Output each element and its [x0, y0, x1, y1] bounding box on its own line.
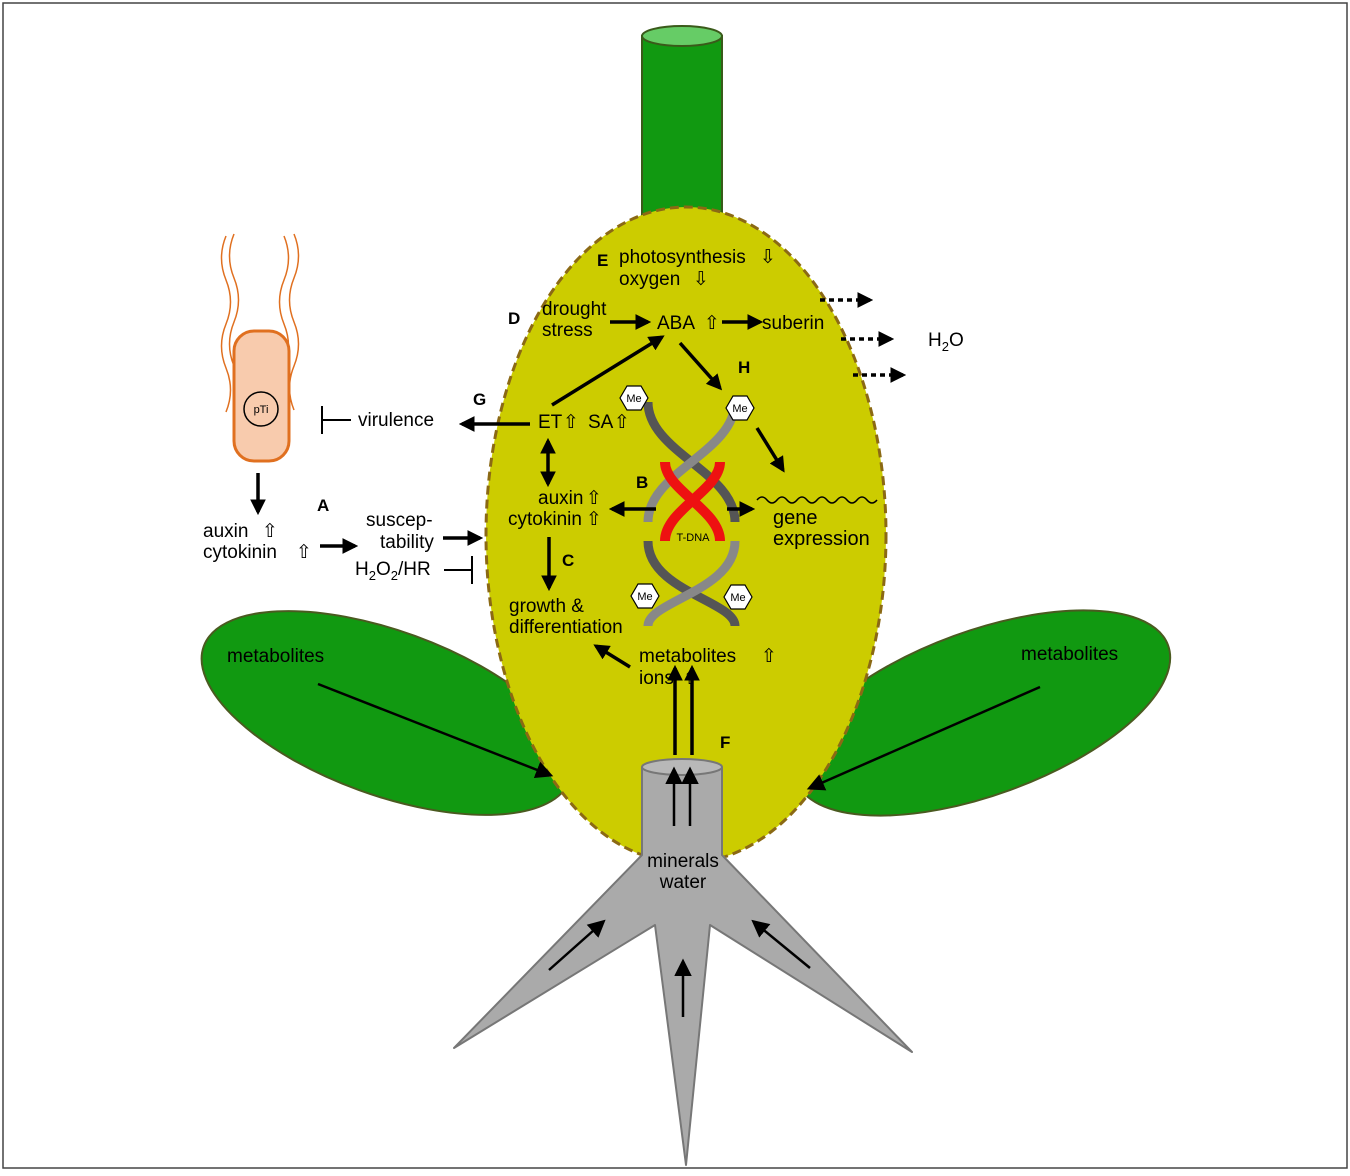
bacterial-cytokinin-label: cytokinin [203, 542, 277, 563]
virulence-label: virulence [358, 410, 434, 431]
minerals-label: minerals [647, 851, 719, 872]
growth-label: growth & [509, 596, 584, 617]
methyl-label: Me [626, 393, 641, 405]
gall-metabolites-label: metabolites [639, 646, 736, 667]
sa-label: SA [588, 412, 614, 433]
label-c: C [562, 551, 574, 570]
label-f: F [720, 733, 730, 752]
up-outline-arrow-icon: ⇧ [586, 509, 602, 530]
expression-label: expression [773, 528, 870, 550]
up-outline-arrow-icon: ⇧ [614, 412, 630, 433]
stem-top [642, 26, 722, 46]
label-d: D [508, 309, 520, 328]
photosynthesis-label: photosynthesis [619, 247, 746, 268]
methyl-label: Me [732, 403, 747, 415]
gall-cytokinin-label: cytokinin [508, 509, 582, 530]
oxygen-label: oxygen [619, 269, 680, 290]
label-b: B [636, 473, 648, 492]
label-e: E [597, 251, 608, 270]
up-outline-arrow-icon: ⇧ [563, 412, 579, 433]
suberin-label: suberin [762, 313, 824, 334]
differentiation-label: differentiation [509, 617, 623, 638]
tdna-label: T-DNA [677, 532, 711, 544]
water-label: water [659, 872, 707, 893]
up-outline-arrow-icon: ⇧ [704, 313, 720, 334]
leaf-left-metabolites-label: metabolites [227, 646, 324, 667]
down-outline-arrow-icon: ⇩ [693, 269, 709, 290]
susceptibility-label: suscep- [366, 510, 433, 531]
aba-label: ABA [657, 313, 695, 334]
up-outline-arrow-icon: ⇧ [262, 521, 278, 542]
up-outline-arrow-icon: ⇧ [761, 646, 777, 667]
methyl-label: Me [730, 592, 745, 604]
bacterial-auxin-label: auxin [203, 521, 248, 542]
susceptibility-label-2: tability [380, 532, 434, 553]
ions-label: ions [639, 668, 674, 689]
down-outline-arrow-icon: ⇩ [760, 247, 776, 268]
up-outline-arrow-icon: ⇧ [296, 542, 312, 563]
up-outline-arrow-icon: ⇧ [683, 668, 699, 689]
stress-label: stress [542, 320, 593, 341]
drought-label: drought [542, 299, 607, 320]
up-outline-arrow-icon: ⇧ [586, 488, 602, 509]
et-label: ET [538, 412, 563, 433]
gene-label: gene [773, 507, 818, 529]
leaf-right-metabolites-label: metabolites [1021, 644, 1118, 665]
plasmid-label: pTi [254, 404, 269, 416]
gall-auxin-label: auxin [538, 488, 583, 509]
root-top [642, 759, 722, 775]
label-g: G [473, 390, 486, 409]
methyl-label: Me [637, 591, 652, 603]
label-a: A [317, 496, 329, 515]
label-h: H [738, 358, 750, 377]
